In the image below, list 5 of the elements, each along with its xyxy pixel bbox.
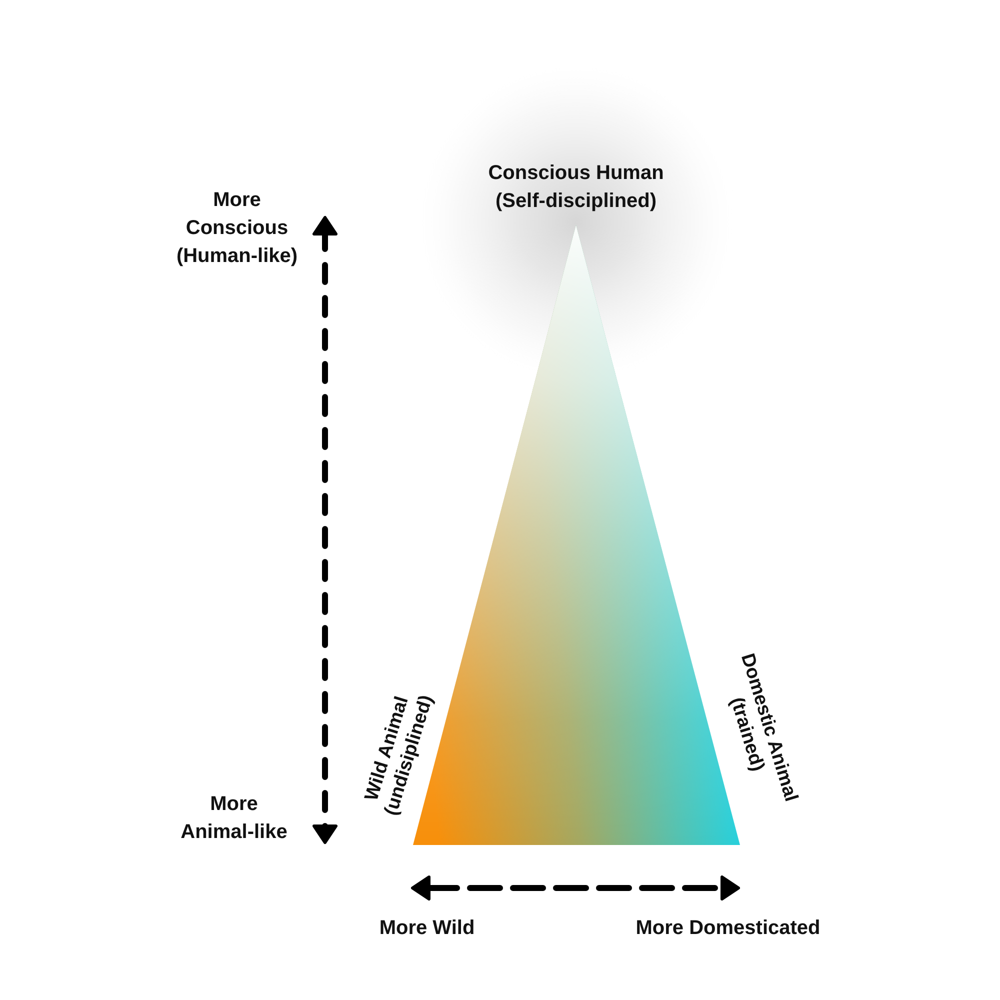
axis-label: More Animal-like (180, 792, 288, 845)
apex-label: Conscious Human (Self-disciplined) (487, 161, 665, 214)
axis-label: More Domesticated (636, 916, 820, 941)
axis-label: More Conscious (Human-like) (175, 188, 299, 269)
axis-label: More Wild (379, 916, 475, 941)
